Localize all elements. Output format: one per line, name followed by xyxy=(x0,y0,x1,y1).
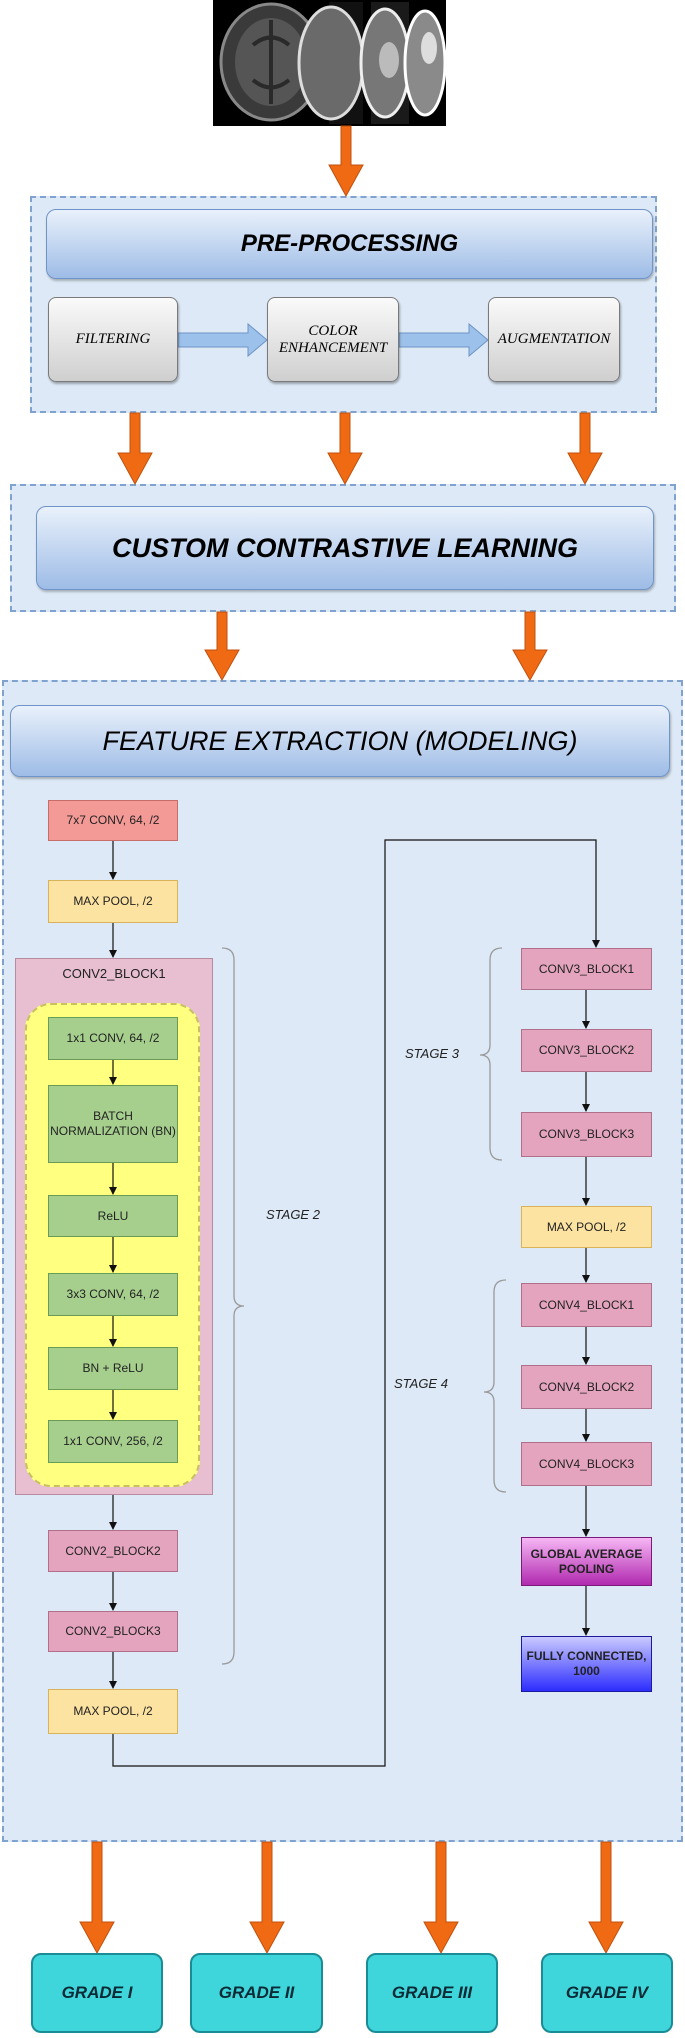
gap-label: GLOBAL AVERAGE POOLING xyxy=(530,1546,643,1576)
orange-arrow-grade-3 xyxy=(423,1841,459,1955)
orange-arrow-contrastive-left xyxy=(204,611,240,682)
orange-arrow-preprocessing-center xyxy=(327,412,363,486)
grade-2-label: GRADE II xyxy=(218,1983,295,2002)
stage4-label-text: STAGE 4 xyxy=(394,1376,448,1391)
block1-layer-batchnorm: BATCH NORMALIZATION (BN) xyxy=(48,1085,178,1163)
conv4-block2: CONV4_BLOCK2 xyxy=(521,1365,652,1409)
conv3-block2: CONV3_BLOCK2 xyxy=(521,1029,652,1072)
conv2-block2: CONV2_BLOCK2 xyxy=(48,1530,178,1572)
block1-layer-1-label: 1x1 CONV, 64, /2 xyxy=(66,1031,160,1045)
conv4-block3-label: CONV4_BLOCK3 xyxy=(538,1456,635,1471)
block1-layer-5-label: BN + ReLU xyxy=(82,1361,144,1375)
maxpool3-label: MAX POOL, /2 xyxy=(546,1219,627,1234)
orange-arrow-input-to-preprocessing xyxy=(328,125,364,198)
conv3-block1-label: CONV3_BLOCK1 xyxy=(538,961,635,976)
grade-3-label: GRADE III xyxy=(391,1983,473,2002)
conv2-block2-label: CONV2_BLOCK2 xyxy=(65,1543,161,1558)
orange-arrow-contrastive-right xyxy=(512,611,548,682)
global-average-pooling-block: GLOBAL AVERAGE POOLING xyxy=(521,1537,652,1586)
conv3-block3: CONV3_BLOCK3 xyxy=(521,1112,652,1157)
orange-arrow-grade-2 xyxy=(249,1841,285,1955)
block1-layer-relu: ReLU xyxy=(48,1195,178,1237)
orange-arrow-grade-4 xyxy=(588,1841,624,1955)
maxpool1-label: MAX POOL, /2 xyxy=(73,894,153,908)
grade-2-output: GRADE II xyxy=(190,1953,323,2033)
mri-input-images xyxy=(213,0,447,126)
filtering-step: FILTERING xyxy=(48,297,178,382)
preprocessing-title-text: PRE-PROCESSING xyxy=(240,230,459,257)
preprocessing-title: PRE-PROCESSING xyxy=(46,209,653,279)
mri-sagittal-slice-3-icon xyxy=(403,9,447,117)
maxpool2-label: MAX POOL, /2 xyxy=(73,1704,153,1718)
contrastive-title: CUSTOM CONTRASTIVE LEARNING xyxy=(36,506,654,590)
block1-layer-2-label: BATCH NORMALIZATION (BN) xyxy=(50,1109,176,1138)
conv3-block3-label: CONV3_BLOCK3 xyxy=(538,1127,635,1141)
color-enhancement-step-label: COLOR ENHANCEMENT xyxy=(278,322,388,356)
filtering-step-label: FILTERING xyxy=(75,331,151,347)
block1-layer-3-label: ReLU xyxy=(97,1208,129,1223)
grade-1-label: GRADE I xyxy=(61,1983,133,2002)
conv4-block1-label: CONV4_BLOCK1 xyxy=(538,1297,635,1312)
grade-1-output: GRADE I xyxy=(31,1953,163,2033)
stage2-label-text: STAGE 2 xyxy=(266,1207,320,1222)
conv2-block3: CONV2_BLOCK3 xyxy=(48,1611,178,1652)
block1-layer-6-label: 1x1 CONV, 256, /2 xyxy=(63,1434,163,1448)
conv1-block: 7x7 CONV, 64, /2 xyxy=(48,800,178,841)
orange-arrow-preprocessing-left xyxy=(117,412,153,486)
fc-label: FULLY CONNECTED, 1000 xyxy=(526,1649,647,1678)
mri-sagittal-slice-1-icon xyxy=(297,5,365,121)
block1-layer-bn-relu: BN + ReLU xyxy=(48,1347,178,1390)
conv4-block1: CONV4_BLOCK1 xyxy=(521,1283,652,1327)
grade-3-output: GRADE III xyxy=(366,1953,498,2033)
conv3-block1: CONV3_BLOCK1 xyxy=(521,948,652,990)
conv4-block3: CONV4_BLOCK3 xyxy=(521,1442,652,1486)
color-enhancement-step: COLOR ENHANCEMENT xyxy=(267,297,399,382)
maxpool2-block: MAX POOL, /2 xyxy=(48,1689,178,1734)
feature-extraction-title: FEATURE EXTRACTION (MODELING) xyxy=(10,705,670,777)
conv2-block1-inner xyxy=(25,1003,200,1487)
stage3-label: STAGE 3 xyxy=(405,1046,459,1061)
augmentation-step: AUGMENTATION xyxy=(488,297,620,382)
maxpool1-block: MAX POOL, /2 xyxy=(48,880,178,923)
mri-images-graphic xyxy=(213,0,447,126)
conv2-block1-title: CONV2_BLOCK1 xyxy=(15,966,213,981)
fully-connected-block: FULLY CONNECTED, 1000 xyxy=(521,1636,652,1692)
block1-layer-1x1-conv: 1x1 CONV, 64, /2 xyxy=(48,1017,178,1060)
block1-layer-3x3-conv: 3x3 CONV, 64, /2 xyxy=(48,1273,178,1316)
maxpool3-block: MAX POOL, /2 xyxy=(521,1206,652,1248)
conv3-block2-label: CONV3_BLOCK2 xyxy=(538,1043,635,1057)
block1-layer-4-label: 3x3 CONV, 64, /2 xyxy=(66,1287,160,1301)
conv2-block1-title-text: CONV2_BLOCK1 xyxy=(62,966,166,981)
stage4-label: STAGE 4 xyxy=(394,1376,448,1391)
stage3-label-text: STAGE 3 xyxy=(405,1046,459,1061)
contrastive-title-text: CUSTOM CONTRASTIVE LEARNING xyxy=(111,532,578,563)
stage2-label: STAGE 2 xyxy=(266,1207,320,1222)
feature-extraction-title-text: FEATURE EXTRACTION (MODELING) xyxy=(102,725,578,756)
augmentation-step-label: AUGMENTATION xyxy=(497,331,611,347)
orange-arrow-grade-1 xyxy=(79,1841,115,1955)
conv1-label: 7x7 CONV, 64, /2 xyxy=(66,813,160,827)
grade-4-label: GRADE IV xyxy=(565,1983,649,2002)
grade-4-output: GRADE IV xyxy=(541,1953,673,2033)
conv4-block2-label: CONV4_BLOCK2 xyxy=(538,1379,635,1394)
conv2-block3-label: CONV2_BLOCK3 xyxy=(65,1624,161,1638)
orange-arrow-preprocessing-right xyxy=(567,412,603,486)
block1-layer-1x1-conv-256: 1x1 CONV, 256, /2 xyxy=(48,1420,178,1463)
